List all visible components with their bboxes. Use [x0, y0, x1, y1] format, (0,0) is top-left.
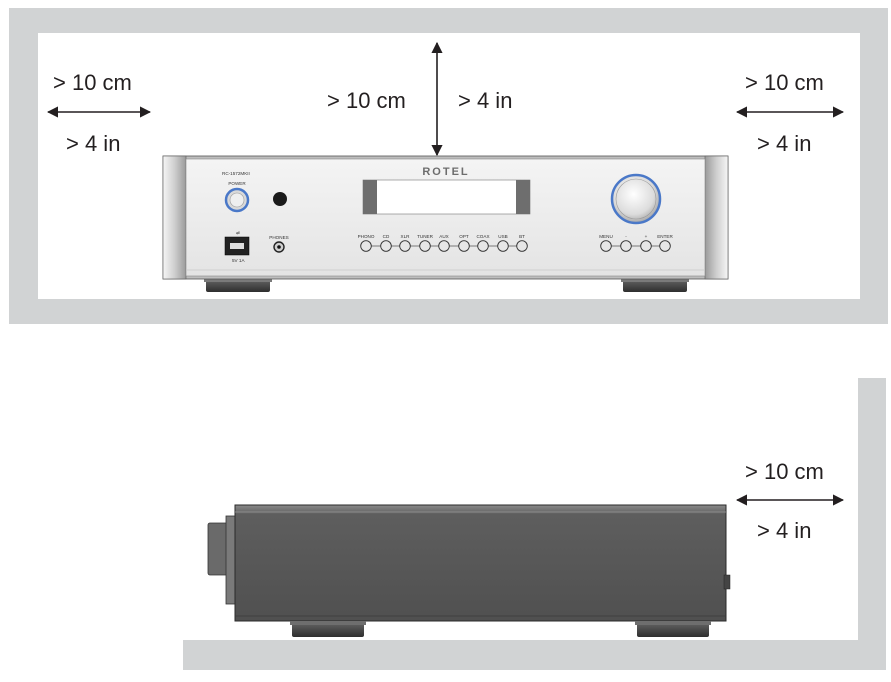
control-label-enter: ENTER	[657, 234, 673, 239]
input-label-bt: BT	[519, 234, 525, 239]
control-label-minus: -	[625, 234, 627, 239]
ir-sensor	[273, 192, 287, 206]
side-knob	[207, 522, 229, 576]
input-button-tuner[interactable]	[419, 240, 431, 252]
input-button-aux[interactable]	[438, 240, 450, 252]
plus-button[interactable]	[640, 240, 652, 252]
control-label-plus: +	[645, 234, 648, 239]
top-metric-label: > 10 cm	[327, 88, 406, 113]
input-label-tuner: TUNER	[417, 234, 434, 239]
power-label: POWER	[228, 181, 246, 186]
input-button-usb[interactable]	[497, 240, 509, 252]
side-metric-label: > 10 cm	[745, 459, 824, 484]
side-view-wall	[183, 378, 886, 670]
amplifier-front-view: ROTEL RC-1572MKII POWER 5V 1A ⇌ PHONES P…	[162, 155, 729, 292]
top-imperial-label: > 4 in	[458, 88, 513, 113]
input-button-coax[interactable]	[477, 240, 489, 252]
input-button-bt[interactable]	[516, 240, 528, 252]
side-imperial-label: > 4 in	[757, 518, 812, 543]
amplifier-side-view	[207, 504, 731, 637]
usb-icon: ⇌	[236, 230, 240, 235]
input-label-aux: AUX	[439, 234, 448, 239]
input-button-xlr[interactable]	[399, 240, 411, 252]
menu-control-row: MENU - + ENTER	[599, 234, 673, 252]
input-label-opt: OPT	[459, 234, 469, 239]
right-metric-label: > 10 cm	[745, 70, 824, 95]
usb-label: 5V 1A	[232, 258, 245, 263]
left-end-cap	[162, 155, 187, 280]
faceplate	[185, 158, 706, 277]
control-label-menu: MENU	[599, 234, 613, 239]
left-imperial-label: > 4 in	[66, 131, 121, 156]
input-button-cd[interactable]	[380, 240, 392, 252]
input-button-phono[interactable]	[360, 240, 372, 252]
input-button-opt[interactable]	[458, 240, 470, 252]
input-label-coax: COAX	[476, 234, 489, 239]
brand-logo: ROTEL	[422, 166, 469, 178]
volume-knob[interactable]	[610, 173, 662, 225]
right-imperial-label: > 4 in	[757, 131, 812, 156]
left-metric-label: > 10 cm	[53, 70, 132, 95]
right-end-cap	[704, 155, 729, 280]
minus-button[interactable]	[620, 240, 632, 252]
input-label-usb: USB	[498, 234, 507, 239]
input-label-xlr: XLR	[401, 234, 411, 239]
model-label: RC-1572MKII	[222, 171, 250, 176]
display-window	[362, 179, 531, 215]
side-chassis	[234, 504, 727, 622]
input-label-phono: PHONO	[358, 234, 375, 239]
menu-button[interactable]	[600, 240, 612, 252]
input-label-cd: CD	[383, 234, 390, 239]
input-selector-row: PHONO CD XLR TUNER AUX OPT COAX USB BT	[358, 234, 528, 252]
enter-button[interactable]	[659, 240, 671, 252]
phones-label: PHONES	[269, 235, 288, 240]
